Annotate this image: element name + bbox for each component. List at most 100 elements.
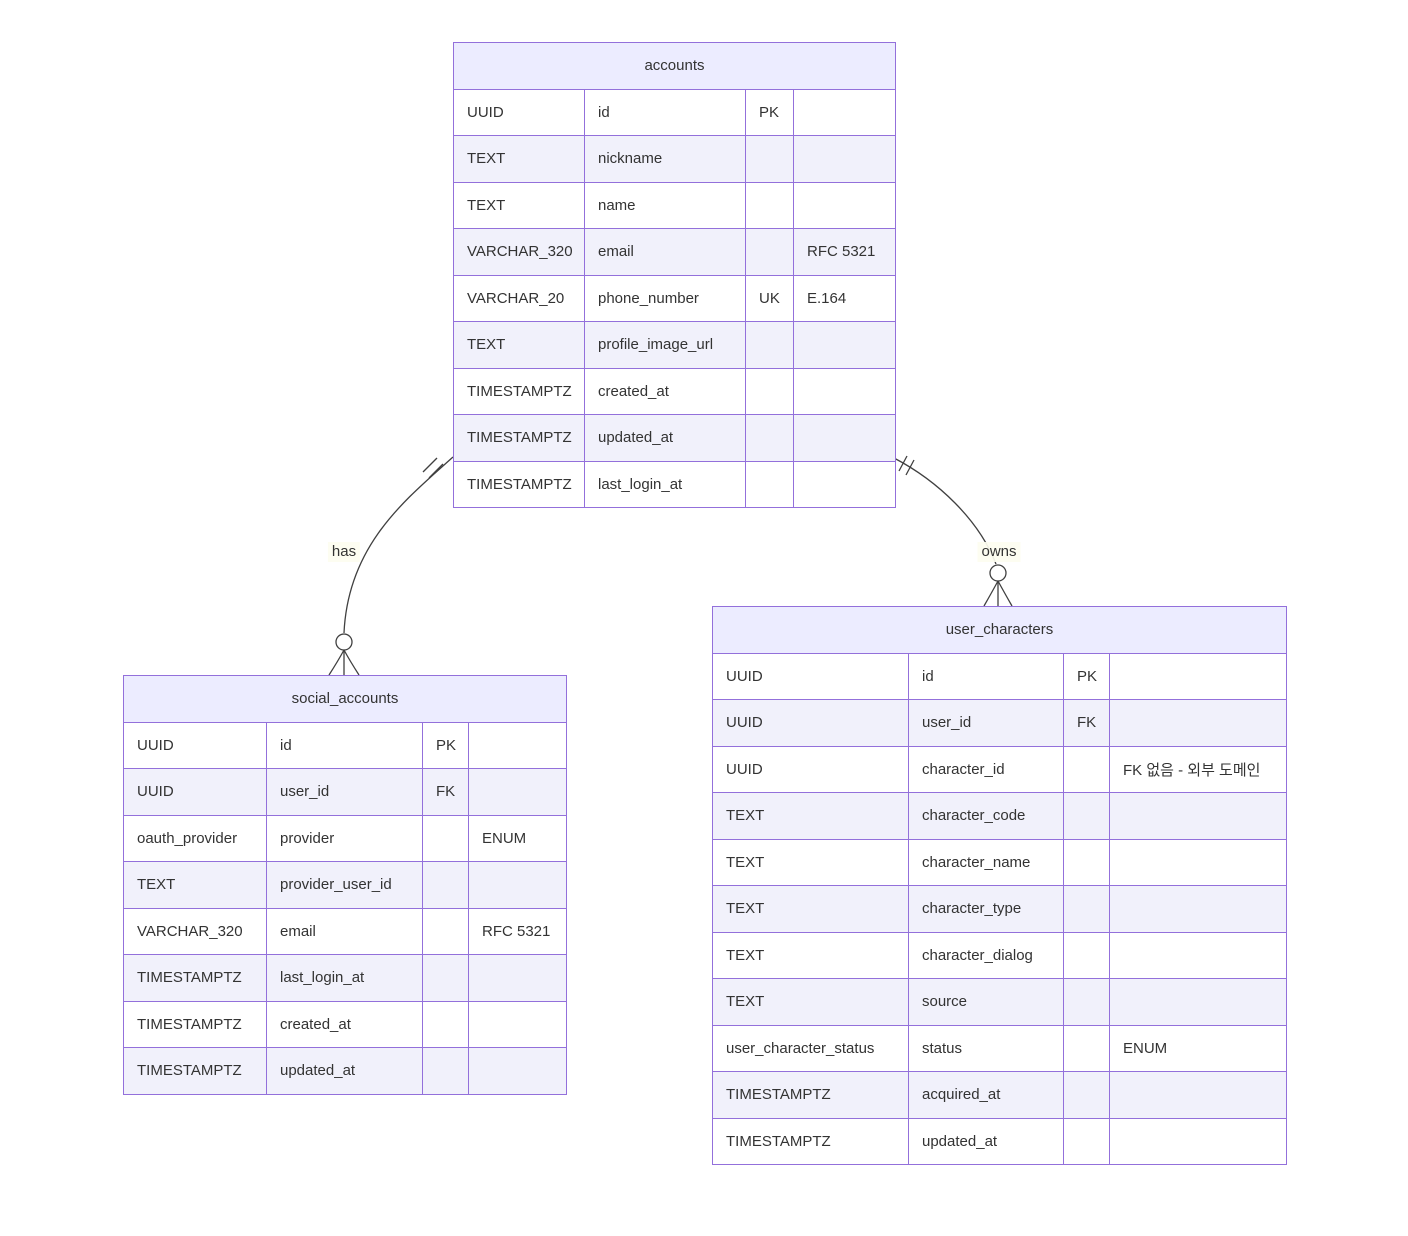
attribute-key: PK — [746, 89, 794, 135]
attribute-comment — [1110, 700, 1286, 746]
attribute-key: UK — [746, 275, 794, 321]
exactly-one-marker — [898, 455, 915, 476]
attribute-key — [423, 1001, 469, 1047]
entity-title: user_characters — [713, 607, 1286, 654]
attribute-name: created_at — [585, 368, 746, 414]
attribute-type: TIMESTAMPTZ — [124, 1001, 267, 1047]
zero-or-many-marker — [328, 633, 360, 676]
attribute-comment — [1110, 1119, 1286, 1165]
attribute-name: email — [585, 229, 746, 275]
attribute-key: PK — [1064, 653, 1110, 699]
attribute-type: VARCHAR_320 — [124, 908, 267, 954]
relationship-line-owns — [893, 455, 1013, 607]
attribute-name: updated_at — [909, 1118, 1064, 1164]
attribute-key — [1064, 1118, 1110, 1164]
exactly-one-marker — [422, 457, 444, 479]
attribute-name: status — [909, 1025, 1064, 1071]
relationship-label-owns: owns — [977, 542, 1021, 562]
relationship-label-has: has — [327, 542, 361, 562]
attribute-type: UUID — [713, 653, 909, 699]
attribute-comment — [794, 183, 895, 229]
attribute-comment: FK 없음 - 외부 도메인 — [1123, 761, 1261, 779]
attribute-type: TIMESTAMPTZ — [454, 415, 585, 461]
attribute-key — [423, 815, 469, 861]
attribute-key — [746, 368, 794, 414]
attribute-name: updated_at — [585, 415, 746, 461]
attribute-name: character_dialog — [909, 932, 1064, 978]
attribute-comment — [794, 136, 895, 182]
entity-title: accounts — [454, 43, 895, 90]
attribute-name: source — [909, 979, 1064, 1025]
attribute-name: provider_user_id — [267, 862, 423, 908]
attribute-type: UUID — [713, 746, 909, 792]
attribute-comment — [794, 322, 895, 368]
attribute-comment — [469, 769, 566, 815]
attribute-type: TEXT — [713, 932, 909, 978]
attribute-type: TIMESTAMPTZ — [713, 1118, 909, 1164]
attribute-type: TEXT — [124, 862, 267, 908]
attribute-name: character_id — [909, 746, 1064, 792]
attribute-name: character_type — [909, 886, 1064, 932]
attribute-type: UUID — [124, 769, 267, 815]
attribute-comment — [469, 862, 566, 908]
edge-path — [343, 456, 454, 634]
attribute-key — [746, 415, 794, 461]
attribute-name: name — [585, 182, 746, 228]
attribute-name: email — [267, 908, 423, 954]
attribute-comment: RFC 5321 — [482, 922, 551, 940]
attribute-name: character_code — [909, 793, 1064, 839]
attribute-key — [1064, 793, 1110, 839]
attribute-type: TEXT — [454, 322, 585, 368]
attribute-type: oauth_provider — [124, 815, 267, 861]
attribute-comment — [1110, 654, 1286, 700]
zero-or-many-marker — [983, 564, 1013, 607]
attribute-comment — [794, 90, 895, 136]
attribute-key — [746, 182, 794, 228]
attribute-type: TEXT — [713, 839, 909, 885]
attribute-key — [1064, 886, 1110, 932]
attribute-name: updated_at — [267, 1048, 423, 1094]
attribute-comment — [469, 1048, 566, 1094]
attribute-name: last_login_at — [585, 461, 746, 507]
attribute-comment — [794, 369, 895, 415]
attribute-type: TIMESTAMPTZ — [713, 1072, 909, 1118]
attribute-key — [1064, 979, 1110, 1025]
attribute-type: TEXT — [454, 136, 585, 182]
attribute-comment — [469, 955, 566, 1001]
attribute-type: user_character_status — [713, 1025, 909, 1071]
attribute-key: PK — [423, 722, 469, 768]
attribute-key — [1064, 839, 1110, 885]
attribute-key — [423, 908, 469, 954]
attribute-comment: RFC 5321 — [807, 243, 876, 261]
attribute-name: acquired_at — [909, 1072, 1064, 1118]
attribute-name: id — [585, 89, 746, 135]
attribute-key: FK — [423, 769, 469, 815]
attribute-comment — [1110, 933, 1286, 979]
attribute-key — [423, 955, 469, 1001]
attribute-name: provider — [267, 815, 423, 861]
